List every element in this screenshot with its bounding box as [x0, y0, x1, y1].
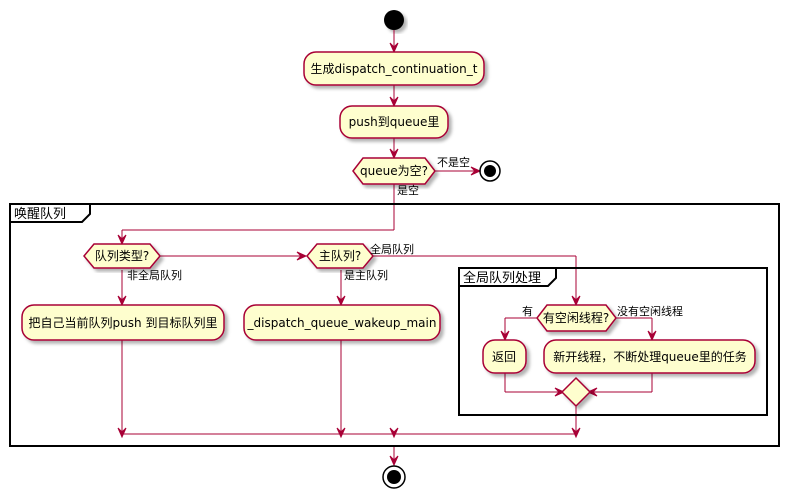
activity-wakeup-main-label: _dispatch_queue_wakeup_main: [247, 316, 437, 330]
activity-return: 返回: [482, 339, 527, 374]
merge-diamond: [560, 376, 592, 408]
activity-push-self-label: 把自己当前队列push 到目标队列里: [29, 315, 218, 330]
edge-label-not-empty: 不是空: [437, 155, 470, 169]
decision-is-main-label: 主队列?: [319, 248, 361, 263]
decision-queue-empty-label: queue为空?: [360, 164, 428, 178]
activity-generate: 生成dispatch_continuation_t: [303, 51, 485, 86]
activity-wakeup-main: _dispatch_queue_wakeup_main: [243, 304, 441, 341]
edge-label-not-global: 非全局队列: [127, 268, 182, 282]
edge-label-empty: 是空: [397, 183, 419, 197]
decision-idle-thread-label: 有空闲线程?: [543, 310, 609, 325]
edge-label-has: 有: [522, 304, 533, 318]
edge-label-is-main: 是主队列: [344, 268, 388, 282]
edges: [117, 30, 657, 467]
decision-queue-type-label: 队列类型?: [95, 248, 149, 263]
group-global-queue-title: 全局队列处理: [463, 270, 541, 286]
start-node: [384, 10, 404, 30]
activity-push-self: 把自己当前队列push 到目标队列里: [21, 304, 225, 341]
activity-push: push到queue里: [339, 105, 449, 139]
activity-new-thread-label: 新开线程，不断处理queue里的任务: [553, 349, 747, 364]
activity-push-label: push到queue里: [349, 115, 440, 129]
group-wake-queue: 唤醒队列: [9, 203, 780, 447]
group-global-queue: 全局队列处理: [458, 267, 768, 416]
activity-return-label: 返回: [492, 350, 516, 364]
stop-node-top: [479, 160, 501, 182]
activity-new-thread: 新开线程，不断处理queue里的任务: [543, 339, 756, 374]
decision-is-main: 主队列?: [306, 243, 374, 269]
decision-idle-thread: 有空闲线程?: [536, 304, 617, 332]
decision-queue-empty: queue为空?: [352, 157, 436, 185]
activity-generate-label: 生成dispatch_continuation_t: [311, 62, 478, 76]
edge-label-global-queue: 全局队列: [370, 242, 414, 256]
group-wake-queue-title: 唤醒队列: [14, 207, 66, 222]
stop-node-bottom: [382, 465, 406, 489]
decision-queue-type: 队列类型?: [83, 243, 161, 269]
edge-label-no-idle: 没有空闲线程: [617, 304, 683, 318]
